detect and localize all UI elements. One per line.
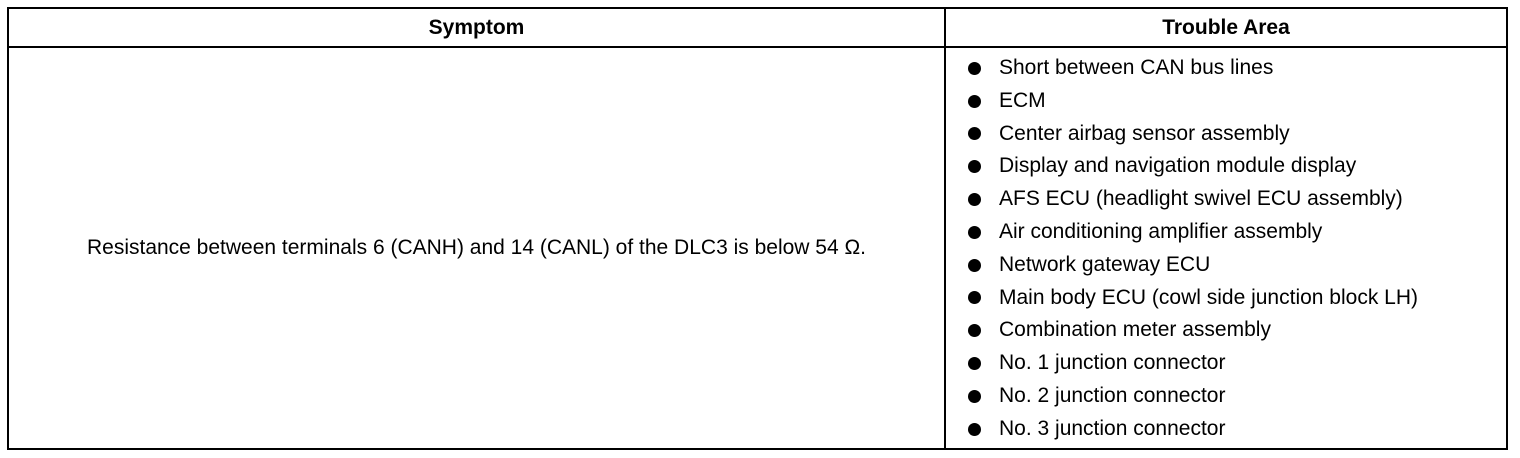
trouble-area-header: Trouble Area (944, 7, 1508, 48)
trouble-area-label: No. 2 junction connector (999, 383, 1226, 407)
list-item: Network gateway ECU (968, 249, 1506, 282)
trouble-area-label: No. 3 junction connector (999, 416, 1226, 440)
bullet-icon (968, 94, 981, 108)
bullet-icon (968, 160, 981, 174)
trouble-area-label: Combination meter assembly (999, 318, 1271, 342)
bullet-icon (968, 61, 981, 75)
bullet-icon (968, 389, 981, 403)
bullet-icon (968, 324, 981, 338)
bullet-icon (968, 291, 981, 305)
table-header-row: Symptom Trouble Area (7, 7, 1508, 48)
bullet-icon (968, 193, 981, 207)
trouble-area-label: Network gateway ECU (999, 252, 1211, 276)
trouble-area-list: Short between CAN bus lines ECM Center a… (946, 48, 1506, 446)
trouble-area-label: ECM (999, 88, 1046, 112)
list-item: No. 2 junction connector (968, 380, 1506, 413)
list-item: Combination meter assembly (968, 314, 1506, 347)
symptom-cell: Resistance between terminals 6 (CANH) an… (7, 46, 946, 450)
trouble-area-label: Main body ECU (cowl side junction block … (999, 285, 1419, 309)
list-item: Center airbag sensor assembly (968, 118, 1506, 151)
trouble-area-label: Air conditioning amplifier assembly (999, 219, 1323, 243)
bullet-icon (968, 422, 981, 436)
list-item: Short between CAN bus lines (968, 52, 1506, 85)
trouble-table: Symptom Trouble Area Resistance between … (7, 7, 1508, 450)
bullet-icon (968, 225, 981, 239)
trouble-area-label: Short between CAN bus lines (999, 56, 1274, 79)
list-item: ECM (968, 85, 1506, 118)
bullet-icon (968, 357, 981, 371)
document-page: Symptom Trouble Area Resistance between … (7, 7, 1508, 450)
list-item: Air conditioning amplifier assembly (968, 216, 1506, 249)
symptom-header: Symptom (7, 7, 946, 48)
trouble-area-label: No. 1 junction connector (999, 351, 1226, 375)
table-row: Resistance between terminals 6 (CANH) an… (7, 46, 1508, 450)
list-item: No. 3 junction connector (968, 413, 1506, 446)
list-item: Main body ECU (cowl side junction block … (968, 282, 1506, 315)
list-item: No. 1 junction connector (968, 347, 1506, 380)
bullet-icon (968, 258, 981, 272)
list-item: AFS ECU (headlight swivel ECU assembly) (968, 183, 1506, 216)
trouble-area-cell: Short between CAN bus lines ECM Center a… (944, 46, 1508, 450)
list-item: Display and navigation module display (968, 150, 1506, 183)
bullet-icon (968, 127, 981, 141)
trouble-area-label: AFS ECU (headlight swivel ECU assembly) (999, 187, 1403, 211)
trouble-area-label: Display and navigation module display (999, 154, 1357, 178)
trouble-area-label: Center airbag sensor assembly (999, 121, 1290, 145)
